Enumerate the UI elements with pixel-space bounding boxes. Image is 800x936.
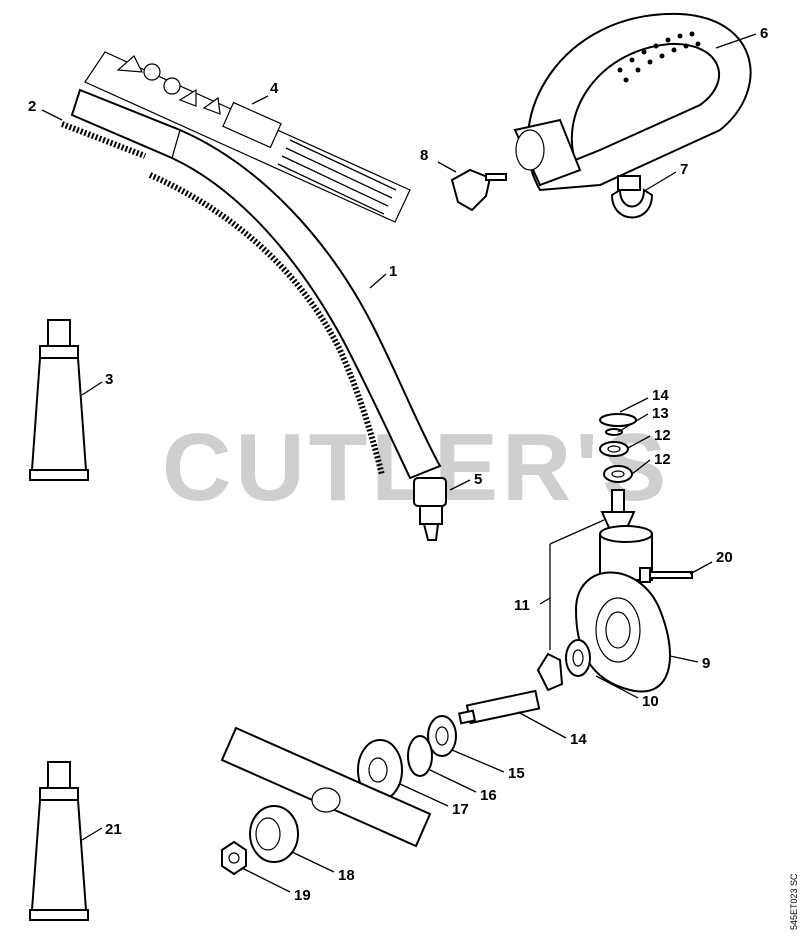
callout-6: 6 [760, 25, 768, 42]
shaft-tube [70, 88, 442, 480]
callout-2: 2 [28, 98, 36, 115]
bearing-10 [565, 639, 591, 677]
nut-20 [221, 840, 247, 876]
leader-lines [41, 33, 757, 893]
callout-3: 3 [105, 371, 113, 388]
retaining-ring-14 [599, 413, 637, 427]
thrust-washer-19 [249, 805, 299, 863]
callout-5: 5 [474, 471, 482, 488]
grease-tube-3 [29, 319, 89, 481]
grease-tube-22 [29, 761, 89, 921]
thrust-plate-18 [357, 739, 403, 801]
small-ring-13 [605, 428, 623, 436]
callout-17: 16 [480, 787, 497, 804]
bevel-gear-lower [536, 652, 564, 692]
callout-15: 14 [570, 731, 587, 748]
callout-11: 11 [514, 597, 530, 614]
callout-4: 4 [270, 80, 279, 97]
callout-16: 15 [508, 765, 525, 782]
callout-12-lower: 12 [654, 451, 671, 468]
callout-20: 19 [294, 887, 311, 904]
bearing-12-upper [599, 441, 629, 457]
callout-19: 18 [338, 867, 355, 884]
callout-14: 14 [652, 387, 669, 404]
gear-housing [574, 525, 671, 693]
callout-10: 10 [642, 693, 659, 710]
callout-7: 7 [680, 161, 688, 178]
callout-21: 20 [716, 549, 733, 566]
drawing-code: 545ET023 SC [789, 873, 799, 930]
screw-21 [639, 567, 693, 583]
blade [220, 726, 432, 848]
callout-18: 17 [452, 801, 469, 818]
shaft-fitting [413, 477, 447, 541]
callout-1: 1 [389, 263, 397, 280]
loop-handle [513, 12, 752, 192]
drive-shaft [60, 121, 385, 476]
callout-12-upper: 12 [654, 427, 671, 444]
clamp [610, 175, 654, 219]
callout-8: 8 [420, 147, 428, 164]
callout-13: 13 [652, 405, 669, 422]
callout-22: 21 [105, 821, 122, 838]
wing-screw [450, 168, 507, 212]
decal-label [84, 51, 411, 223]
bearing-12-lower [603, 465, 633, 483]
output-shaft [457, 689, 541, 725]
bearing-16 [427, 715, 457, 757]
callout-9: 9 [702, 655, 710, 672]
snap-ring-17 [407, 735, 433, 777]
